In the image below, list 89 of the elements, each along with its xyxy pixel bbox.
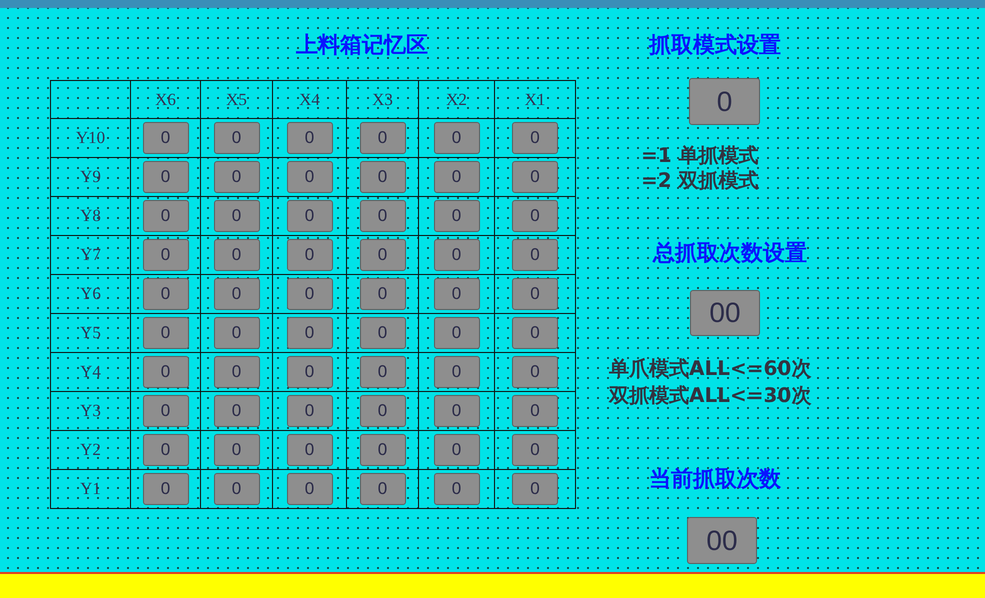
value-field: 0 (142, 356, 188, 388)
value-field: 0 (142, 200, 188, 232)
value-field: 0 (512, 239, 558, 271)
value-field: 0 (214, 278, 260, 310)
value-field: 0 (434, 278, 480, 310)
value-field: 0 (286, 161, 332, 193)
value-field: 0 (360, 317, 406, 349)
status-bar (0, 572, 985, 598)
value-field: 0 (360, 161, 406, 193)
value-field: 0 (286, 200, 332, 232)
value-field: 0 (142, 161, 188, 193)
value-field: 0 (286, 473, 332, 505)
value-field: 0 (512, 122, 558, 154)
row-header: Y2 (80, 440, 101, 460)
value-field: 0 (434, 317, 480, 349)
value-field: 0 (434, 122, 480, 154)
row-header: Y9 (80, 167, 101, 187)
value-field: 0 (142, 239, 188, 271)
value-field: 0 (286, 239, 332, 271)
note-text: 单爪模式ALL<=60次 (609, 358, 812, 378)
value-field: 0 (286, 122, 332, 154)
value-field: 0 (360, 278, 406, 310)
row-header: Y1 (80, 479, 101, 499)
value-field: 0 (512, 473, 558, 505)
value-field: 0 (512, 356, 558, 388)
value-field: 0 (214, 317, 260, 349)
value-field: 0 (512, 395, 558, 427)
value-field: 0 (512, 161, 558, 193)
value-field: 0 (142, 122, 188, 154)
value-field: 0 (286, 278, 332, 310)
note-text: 双抓模式ALL<=30次 (609, 385, 812, 405)
value-field: 0 (214, 239, 260, 271)
row-header: Y7 (80, 245, 101, 265)
value-field: 0 (360, 395, 406, 427)
value-field: 0 (286, 395, 332, 427)
row-header: Y6 (80, 284, 101, 304)
value-field: 0 (142, 317, 188, 349)
row-header: Y5 (80, 323, 101, 343)
value-field: 0 (360, 356, 406, 388)
value-field: 0 (360, 122, 406, 154)
value-field: 0 (214, 161, 260, 193)
value-field: 0 (214, 473, 260, 505)
note-text: =1 单抓模式 (641, 145, 759, 165)
value-field: 0 (214, 395, 260, 427)
value-field: 0 (512, 278, 558, 310)
value-field: 0 (689, 78, 760, 125)
section-heading: 抓取模式设置 (649, 31, 781, 60)
row-header: Y3 (80, 401, 101, 421)
column-header: X4 (299, 90, 320, 110)
value-field: 0 (434, 161, 480, 193)
value-field: 0 (214, 434, 260, 466)
value-field: 00 (690, 290, 760, 336)
note-text: =2 双抓模式 (641, 170, 759, 190)
row-header: Y10 (76, 128, 106, 148)
value-field: 0 (286, 356, 332, 388)
column-header: X2 (446, 90, 467, 110)
value-field: 0 (512, 434, 558, 466)
row-header: Y4 (80, 362, 101, 382)
value-field: 0 (214, 200, 260, 232)
value-field: 0 (360, 434, 406, 466)
value-field: 0 (512, 200, 558, 232)
value-field: 0 (286, 434, 332, 466)
value-field: 0 (512, 317, 558, 349)
value-field: 0 (434, 395, 480, 427)
value-field: 0 (142, 434, 188, 466)
value-field: 0 (286, 317, 332, 349)
value-field: 00 (687, 517, 757, 564)
value-field: 0 (142, 278, 188, 310)
value-field: 0 (360, 200, 406, 232)
value-field: 0 (142, 395, 188, 427)
value-field: 0 (434, 239, 480, 271)
column-header: X5 (226, 90, 247, 110)
row-header: Y8 (80, 206, 101, 226)
value-field: 0 (214, 122, 260, 154)
column-header: X3 (372, 90, 393, 110)
value-field: 0 (434, 200, 480, 232)
value-field: 0 (434, 356, 480, 388)
column-header: X1 (524, 90, 546, 110)
value-field: 0 (360, 239, 406, 271)
value-field: 0 (434, 473, 480, 505)
section-heading: 总抓取次数设置 (653, 239, 807, 268)
value-field: 0 (214, 356, 260, 388)
value-field: 0 (142, 473, 188, 505)
section-heading: 当前抓取次数 (649, 465, 781, 494)
section-heading: 上料箱记忆区 (296, 31, 428, 60)
value-field: 0 (360, 473, 406, 505)
value-field: 0 (434, 434, 480, 466)
column-header: X6 (155, 90, 176, 110)
title-bar (0, 0, 985, 8)
